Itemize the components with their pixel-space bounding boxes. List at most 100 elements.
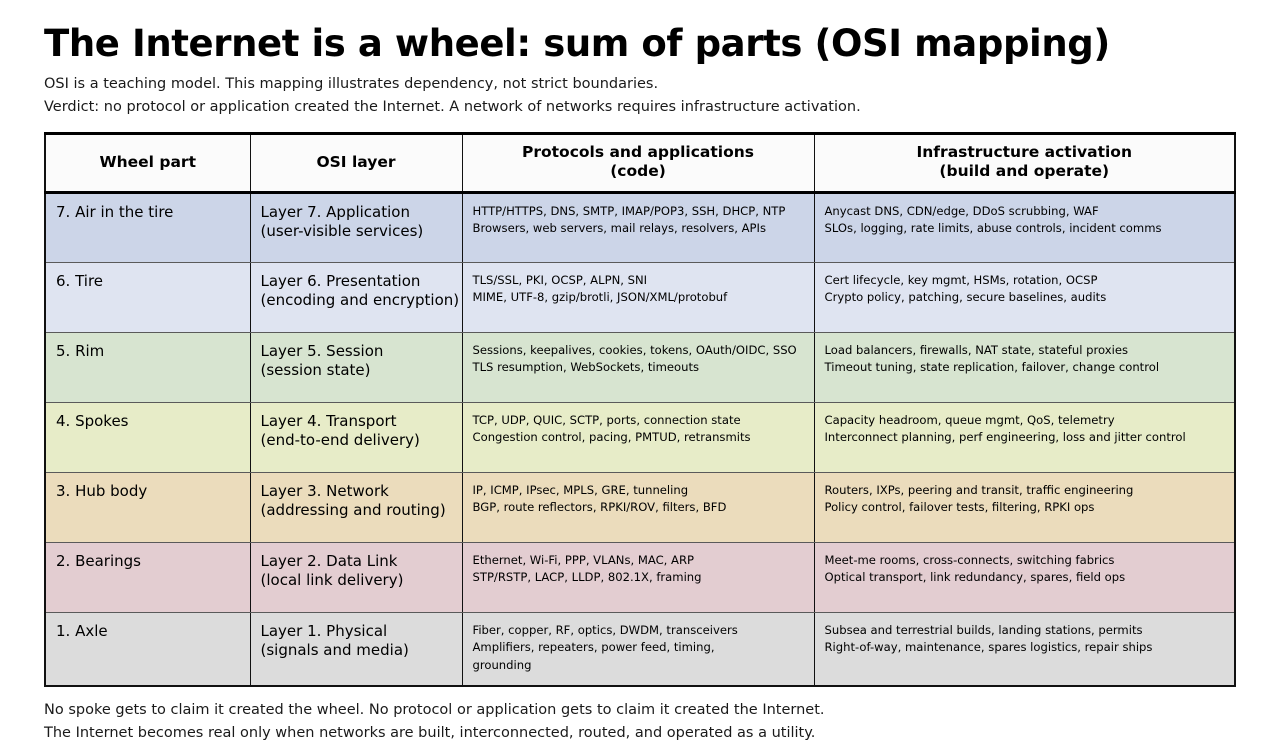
protocols-line: grounding (472, 658, 532, 673)
column-header-infrastructure-line1: Infrastructure activation (916, 142, 1133, 161)
osi-layer-name: Layer 5. Session (260, 341, 384, 360)
cell-wheel-part: 4. Spokes (45, 402, 251, 473)
cell-protocols: TCP, UDP, QUIC, SCTP, ports, connection … (461, 402, 815, 473)
infrastructure-line: Right-of-way, maintenance, spares logist… (824, 640, 1153, 655)
osi-layer-name: Layer 6. Presentation (260, 271, 421, 290)
cell-infrastructure: Capacity headroom, queue mgmt, QoS, tele… (813, 402, 1235, 473)
infrastructure-line: Routers, IXPs, peering and transit, traf… (824, 482, 1134, 497)
osi-layer-name: Layer 7. Application (260, 202, 410, 221)
protocols-line: Sessions, keepalives, cookies, tokens, O… (472, 342, 797, 357)
cell-infrastructure: Cert lifecycle, key mgmt, HSMs, rotation… (813, 262, 1235, 333)
column-header-osi-layer: OSI layer (249, 131, 463, 194)
cell-protocols: Ethernet, Wi-Fi, PPP, VLANs, MAC, ARP STP… (461, 542, 815, 613)
column-header-wheel-part-line1: Wheel part (99, 152, 196, 171)
osi-layer-note: (signals and media) (260, 640, 409, 659)
footer-line-2: The Internet becomes real only when netw… (44, 725, 816, 742)
cell-osi-layer: Layer 7. Application(user-visible servic… (249, 192, 463, 263)
cell-wheel-part: 1. Axle (45, 612, 251, 687)
cell-infrastructure: Subsea and terrestrial builds, landing s… (813, 612, 1235, 687)
osi-layer-note: (session state) (260, 360, 371, 379)
cell-wheel-part: 2. Bearings (45, 542, 251, 613)
protocols-line: IP, ICMP, IPsec, MPLS, GRE, tunneling (472, 482, 689, 497)
cell-wheel-part: 7. Air in the tire (45, 192, 251, 263)
cell-wheel-part: 5. Rim (45, 332, 251, 403)
osi-layer-name: Layer 1. Physical (260, 621, 388, 640)
protocols-line: STP/RSTP, LACP, LLDP, 802.1X, framing (472, 570, 702, 585)
column-header-osi-layer-line1: OSI layer (316, 152, 396, 171)
osi-layer-note: (addressing and routing) (260, 500, 446, 519)
infrastructure-line: SLOs, logging, rate limits, abuse contro… (824, 221, 1162, 236)
infrastructure-line: Cert lifecycle, key mgmt, HSMs, rotation… (824, 272, 1098, 287)
cell-protocols: TLS/SSL, PKI, OCSP, ALPN, SNI MIME, UTF-8… (461, 262, 815, 333)
osi-layer-name: Layer 3. Network (260, 481, 389, 500)
column-header-protocols: Protocols and applications (code) (461, 131, 815, 194)
cell-infrastructure: Load balancers, firewalls, NAT state, st… (813, 332, 1235, 403)
cell-infrastructure: Anycast DNS, CDN/edge, DDoS scrubbing, W… (813, 192, 1235, 263)
table-header: Wheel part OSI layer Protocols and appli… (45, 131, 1235, 194)
subtitle-line-1: OSI is a teaching model. This mapping il… (44, 75, 659, 92)
cell-osi-layer: Layer 2. Data Link(local link delivery) (249, 542, 463, 613)
footer-block: No spoke gets to claim it created the wh… (44, 699, 1236, 746)
protocols-line: TLS/SSL, PKI, OCSP, ALPN, SNI (472, 272, 648, 287)
infrastructure-line: Load balancers, firewalls, NAT state, st… (824, 342, 1129, 357)
protocols-line: TCP, UDP, QUIC, SCTP, ports, connection … (472, 412, 741, 427)
protocols-line: TLS resumption, WebSockets, timeouts (472, 360, 700, 375)
protocols-line: Amplifiers, repeaters, power feed, timin… (472, 640, 715, 655)
cell-osi-layer: Layer 3. Network(addressing and routing) (249, 472, 463, 543)
column-header-wheel-part: Wheel part (45, 131, 251, 194)
infrastructure-line: Subsea and terrestrial builds, landing s… (824, 622, 1143, 637)
cell-protocols: HTTP/HTTPS, DNS, SMTP, IMAP/POP3, SSH, D… (461, 192, 815, 263)
cell-wheel-part: 3. Hub body (45, 472, 251, 543)
infrastructure-line: Timeout tuning, state replication, failo… (824, 360, 1160, 375)
protocols-line: BGP, route reflectors, RPKI/ROV, filters… (472, 500, 727, 515)
column-header-infrastructure: Infrastructure activation (build and ope… (813, 131, 1235, 194)
infrastructure-line: Policy control, failover tests, filterin… (824, 500, 1095, 515)
cell-wheel-part: 6. Tire (45, 262, 251, 333)
column-header-protocols-line2: (code) (610, 162, 666, 181)
osi-layer-name: Layer 2. Data Link (260, 551, 398, 570)
protocols-line: Fiber, copper, RF, optics, DWDM, transce… (472, 622, 738, 637)
cell-osi-layer: Layer 1. Physical(signals and media) (249, 612, 463, 687)
infrastructure-line: Capacity headroom, queue mgmt, QoS, tele… (824, 412, 1115, 427)
protocols-line: Congestion control, pacing, PMTUD, retra… (472, 430, 751, 445)
osi-layer-name: Layer 4. Transport (260, 411, 397, 430)
infrastructure-line: Interconnect planning, perf engineering,… (824, 430, 1186, 445)
page-title: The Internet is a wheel: sum of parts (O… (44, 22, 1110, 65)
subtitle-block: OSI is a teaching model. This mapping il… (44, 73, 1236, 120)
infrastructure-line: Anycast DNS, CDN/edge, DDoS scrubbing, W… (824, 203, 1099, 218)
column-header-protocols-line1: Protocols and applications (521, 142, 755, 161)
subtitle-line-2: Verdict: no protocol or application crea… (44, 99, 861, 116)
protocols-line: HTTP/HTTPS, DNS, SMTP, IMAP/POP3, SSH, D… (472, 203, 786, 218)
osi-layer-note: (encoding and encryption) (260, 290, 460, 309)
infrastructure-line: Crypto policy, patching, secure baseline… (824, 290, 1107, 305)
column-header-infrastructure-line2: (build and operate) (939, 162, 1110, 181)
osi-mapping-table-wrapper: Wheel part OSI layer Protocols and appli… (44, 131, 1236, 687)
protocols-line: Ethernet, Wi-Fi, PPP, VLANs, MAC, ARP (472, 552, 695, 567)
infrastructure-line: Meet-me rooms, cross-connects, switching… (824, 552, 1115, 567)
cell-osi-layer: Layer 4. Transport(end-to-end delivery) (249, 402, 463, 473)
osi-mapping-table: Wheel part OSI layer Protocols and appli… (44, 131, 1236, 687)
osi-layer-note: (end-to-end delivery) (260, 430, 420, 449)
infrastructure-line: Optical transport, link redundancy, spar… (824, 570, 1126, 585)
cell-infrastructure: Routers, IXPs, peering and transit, traf… (813, 472, 1235, 543)
table-header-row: Wheel part OSI layer Protocols and appli… (45, 131, 1235, 194)
cell-osi-layer: Layer 5. Session(session state) (249, 332, 463, 403)
osi-layer-note: (user-visible services) (260, 221, 424, 240)
cell-osi-layer: Layer 6. Presentation(encoding and encry… (249, 262, 463, 333)
protocols-line: MIME, UTF-8, gzip/brotli, JSON/XML/proto… (472, 290, 728, 305)
cell-infrastructure: Meet-me rooms, cross-connects, switching… (813, 542, 1235, 613)
cell-protocols: Sessions, keepalives, cookies, tokens, O… (461, 332, 815, 403)
osi-layer-note: (local link delivery) (260, 570, 404, 589)
protocols-line: Browsers, web servers, mail relays, reso… (472, 221, 766, 236)
cell-protocols: Fiber, copper, RF, optics, DWDM, transce… (461, 612, 815, 687)
